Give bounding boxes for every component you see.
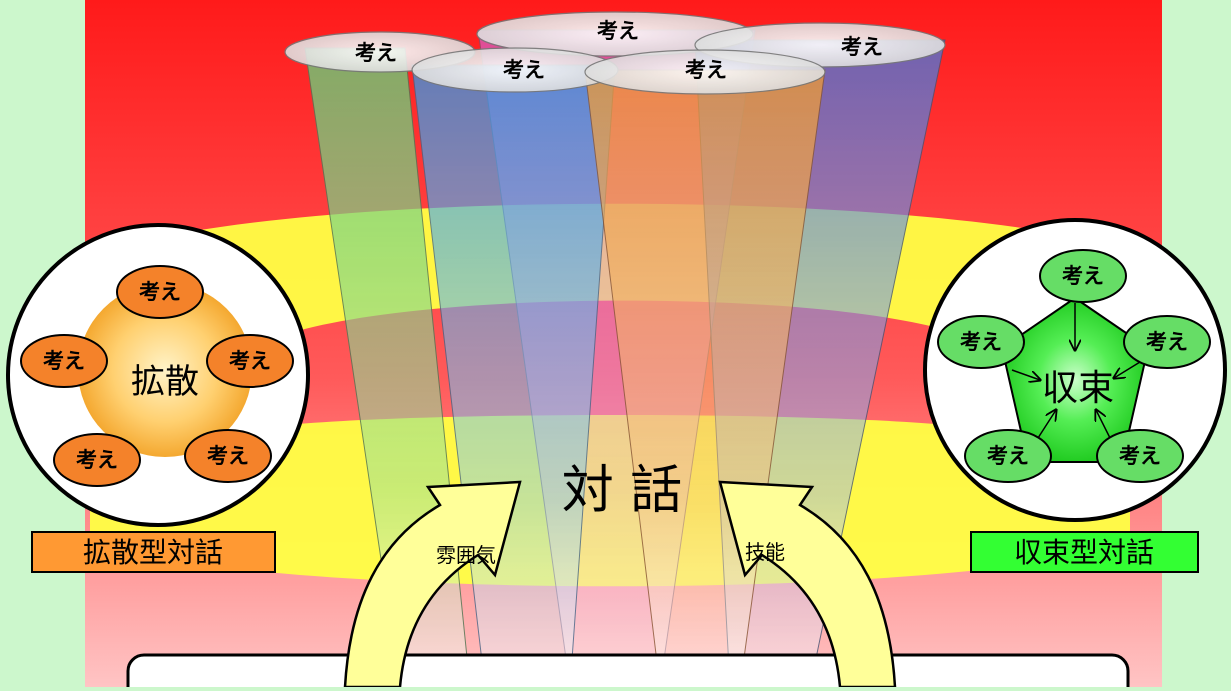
- skill-arrow: [718, 480, 897, 689]
- divergent-node-3: 考え: [229, 349, 271, 373]
- divergent-caption-box: [31, 531, 276, 573]
- convergent-arrows: [1011, 303, 1141, 439]
- skill-label: 技能: [745, 540, 785, 564]
- convergent-diagram: 収束 考え 考え 考え 考え 考え: [923, 218, 1227, 522]
- divergent-nodes: 考え 考え 考え 考え 考え: [20, 265, 294, 487]
- convergent-node-4: 考え: [987, 444, 1029, 468]
- convergent-caption: 収束型対話: [1014, 536, 1154, 569]
- cone-caps: 考え 考え 考え 考え 考え: [284, 11, 946, 95]
- divergent-node-1: 考え: [139, 280, 181, 304]
- cone-label-3: 考え: [841, 35, 883, 59]
- cone-label-4: 考え: [503, 58, 545, 82]
- divergent-node-5: 考え: [207, 444, 249, 468]
- divergent-center-label: 拡散: [131, 362, 199, 402]
- divergent-diagram: 拡散 考え 考え 考え 考え 考え: [6, 223, 310, 527]
- bottom-box: [126, 653, 1130, 691]
- cone-label-2: 考え: [597, 19, 639, 43]
- convergent-center-label: 収束: [1042, 368, 1114, 409]
- atmosphere-arrow: [343, 480, 522, 689]
- convergent-node-3: 考え: [1146, 330, 1188, 354]
- divergent-node-2: 考え: [43, 349, 85, 373]
- convergent-nodes: 考え 考え 考え 考え 考え: [937, 249, 1211, 483]
- convergent-node-5: 考え: [1119, 444, 1161, 468]
- cone-label-5: 考え: [685, 58, 727, 82]
- divergent-caption: 拡散型対話: [83, 536, 223, 569]
- dialogue-label: 対 話: [562, 461, 683, 521]
- atmosphere-label: 雰囲気: [436, 543, 496, 567]
- convergent-node-2: 考え: [960, 330, 1002, 354]
- divergent-node-4: 考え: [76, 448, 118, 472]
- cone-label-1: 考え: [355, 41, 397, 65]
- convergent-node-1: 考え: [1062, 264, 1104, 288]
- convergent-caption-box: [970, 531, 1199, 573]
